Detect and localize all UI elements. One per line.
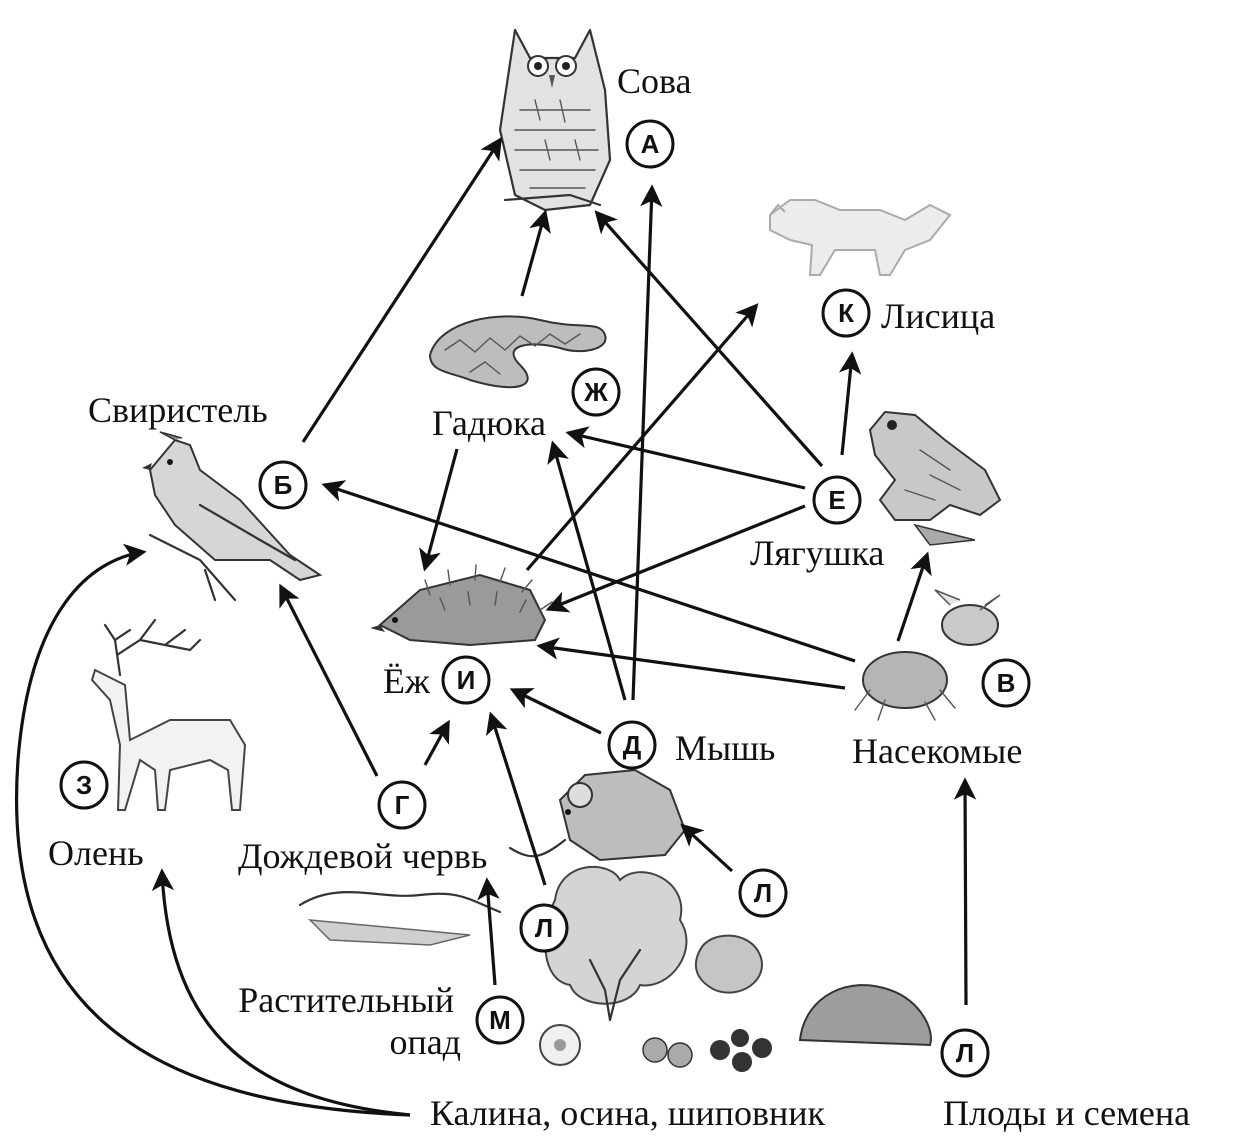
label-frog: Лягушка [750, 533, 884, 573]
label-viper: Гадюка [432, 403, 546, 443]
node-D: Д [607, 720, 657, 770]
label-hedgehog: Ёж [383, 661, 431, 701]
edge-L3-V [953, 777, 977, 1006]
node-A: А [625, 119, 675, 169]
node-K: К [821, 288, 871, 338]
label-deer: Олень [48, 833, 144, 873]
label-mouse: Мышь [675, 728, 775, 768]
node-letter: К [838, 298, 854, 328]
edges [15, 136, 977, 1117]
waxwing-icon [142, 431, 323, 602]
node-Z: З [59, 760, 109, 810]
label-leaf-litter-line2: опад [389, 1022, 461, 1062]
frog-icon [868, 410, 1002, 546]
edge-V-B [321, 480, 856, 663]
deer-icon [90, 618, 247, 811]
edge-E-A [594, 210, 824, 468]
node-letter: Е [828, 485, 845, 515]
node-L3: Л [940, 1028, 990, 1078]
node-letter: Ж [583, 377, 608, 407]
edge-L1-Z [151, 868, 411, 1117]
node-letter: И [457, 665, 476, 695]
node-B: Б [258, 460, 308, 510]
edge-Zh-A [520, 209, 551, 297]
node-M: М [475, 995, 525, 1045]
edge-E-Zh [565, 426, 806, 490]
edge-L1-B [15, 543, 411, 1117]
node-V: В [981, 658, 1031, 708]
node-letter: Л [956, 1038, 974, 1068]
owl-icon [498, 28, 612, 212]
viper-icon [428, 315, 607, 389]
label-insects: Насекомые [852, 731, 1022, 771]
edge-V-I [536, 637, 846, 690]
edge-I-K [525, 303, 759, 572]
mouse-icon [508, 768, 687, 862]
node-I: И [441, 655, 491, 705]
label-fox: Лисица [881, 296, 995, 336]
edge-G-B [279, 583, 379, 777]
label-waxwing: Свиристель [88, 390, 268, 430]
label-plants: Калина, осина, шиповник [430, 1093, 825, 1133]
label-leaf-litter: Растительный опад [238, 980, 463, 1062]
edge-L1-I [485, 711, 547, 886]
node-letter: М [489, 1005, 511, 1035]
edge-E-I [545, 504, 806, 613]
edge-B-A [301, 136, 503, 443]
earthworm-icon [298, 891, 502, 946]
node-letter: А [641, 129, 660, 159]
edge-M-G [477, 877, 500, 986]
node-letter: Д [623, 730, 642, 760]
insects-icon [854, 589, 1001, 721]
label-leaf-litter-line1: Растительный [238, 980, 454, 1020]
edge-Zh-I [419, 448, 459, 572]
plants-icon [539, 866, 932, 1072]
hedgehog-icon [370, 564, 553, 647]
edge-D-I [509, 688, 602, 735]
edge-G-I [423, 719, 450, 766]
node-letter: В [997, 668, 1016, 698]
label-earthworm: Дождевой червь [238, 836, 487, 876]
edge-L2-D [680, 823, 734, 873]
node-L1: Л [519, 903, 569, 953]
edge-V-E [896, 551, 932, 642]
label-owl: Сова [617, 61, 692, 101]
node-letter: З [76, 770, 92, 800]
node-E: Е [812, 475, 862, 525]
fox-icon [769, 199, 952, 276]
node-letter: Б [274, 470, 293, 500]
node-letter: Л [535, 913, 553, 943]
node-L2: Л [738, 868, 788, 918]
node-letter: Л [754, 878, 772, 908]
edge-E-K [838, 351, 862, 456]
node-letter: Г [395, 790, 410, 820]
label-seeds: Плоды и семена [943, 1093, 1190, 1133]
node-G: Г [377, 780, 427, 830]
node-Zh: Ж [571, 367, 621, 417]
